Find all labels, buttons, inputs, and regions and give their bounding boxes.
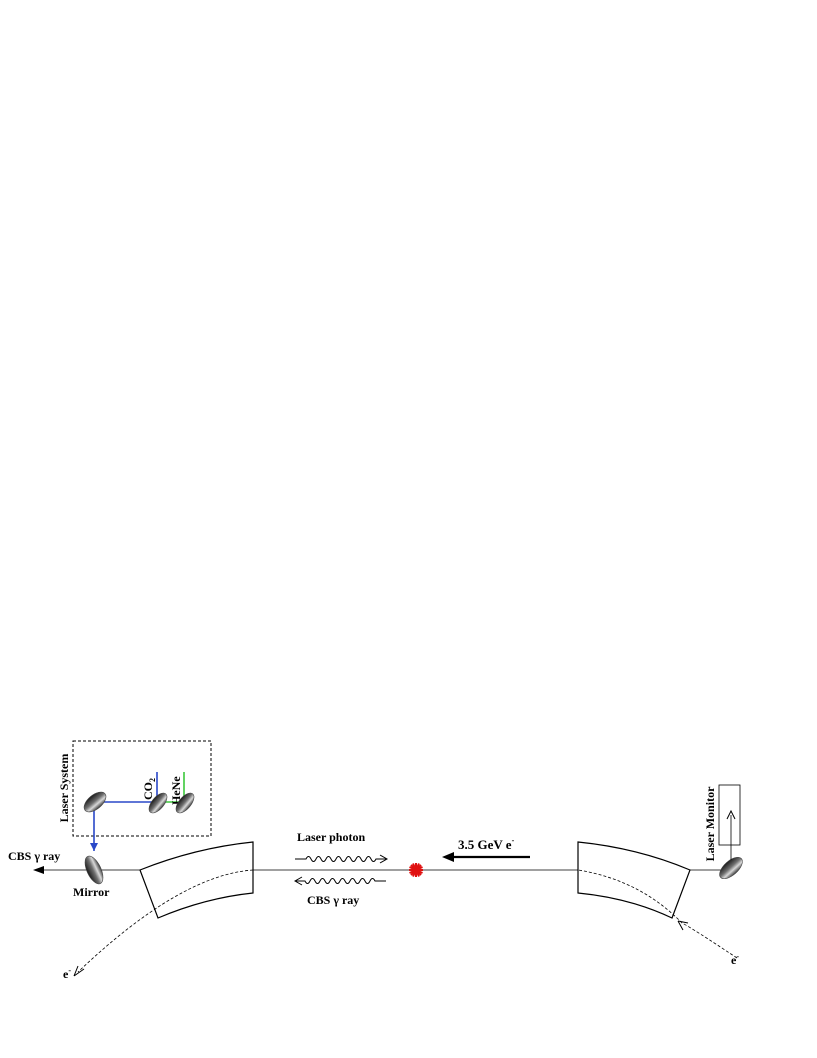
cbs-output-arrowhead — [33, 866, 44, 874]
laser-system-box — [72, 740, 212, 837]
beam-energy-label: 3.5 GeV e- — [458, 836, 515, 852]
collision-point-star — [409, 863, 423, 877]
laser-photon-arrowhead — [379, 854, 389, 864]
cbs-gamma-arrowhead — [293, 876, 303, 886]
bending-magnet-right — [577, 841, 691, 919]
cbs-gamma-ray-output-label: CBS γ ray — [8, 849, 60, 863]
mirror-icon — [719, 856, 743, 880]
monitor-beam-arrowhead — [726, 809, 736, 820]
electron-exit-label: e- — [63, 966, 71, 981]
mirror-icon — [84, 855, 104, 885]
electron-exit-arrowhead — [73, 965, 85, 977]
electron-entry-label: e- — [731, 952, 739, 967]
mirror-label: Mirror — [73, 885, 110, 899]
co2-beam-path — [93, 772, 158, 851]
hene-label: HeNe — [169, 776, 183, 805]
laser-monitor-box — [718, 784, 741, 846]
cbs-gamma-ray-label: CBS γ ray — [307, 893, 359, 907]
laser-system-label: Laser System — [57, 754, 71, 823]
electron-beam-arrowhead — [442, 852, 454, 862]
electron-exit-path — [77, 869, 254, 973]
laser-monitor-label: Laser Monitor — [703, 786, 717, 861]
electron-entry-arrowhead — [677, 920, 689, 931]
electron-entry-path — [577, 869, 738, 959]
co2-label: CO2 — [141, 778, 157, 800]
cbs-gamma-wave — [296, 878, 386, 884]
mirror-icon — [175, 792, 195, 814]
mirror-icon — [148, 792, 168, 814]
co2-beam-arrowhead — [90, 843, 98, 851]
laser-photon-wave — [295, 856, 386, 862]
mirror-icon — [83, 791, 107, 813]
bending-magnet-left — [139, 841, 254, 919]
laser-photon-label: Laser photon — [297, 830, 365, 844]
